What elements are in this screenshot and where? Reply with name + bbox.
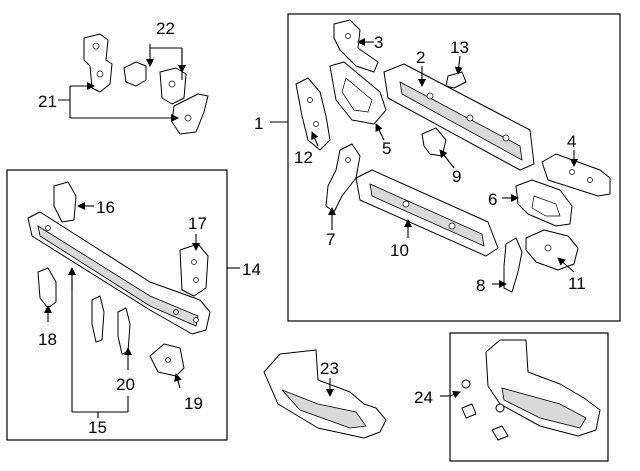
part-5-bracket [329,61,387,125]
callout-5: 5 [382,139,391,158]
group-box-radiator-support [287,13,621,322]
callout-2: 2 [416,48,425,67]
callout-21: 21 [38,92,57,111]
part-21-22-brackets [83,33,209,135]
callout-22: 22 [156,19,175,38]
callout-6: 6 [488,190,497,209]
callout-19: 19 [184,394,203,413]
part-20-brackets [91,295,131,355]
leader-22 [146,44,186,80]
part-13-clip [445,71,467,89]
callout-12: 12 [294,148,313,167]
group-box-lower-tie-bar [6,169,228,441]
leader-21 [58,82,179,122]
part-10-lower-tie-bar [355,169,499,257]
callout-7: 7 [326,230,335,249]
part-8-bracket [503,237,523,293]
part-2-upper-tie-bar [383,63,535,171]
callout-11: 11 [568,274,586,293]
part-7-side-member [325,143,361,213]
callout-8: 8 [476,276,485,295]
part-23-splash-shield [263,349,387,439]
part-16-bracket [53,181,77,223]
callout-17: 17 [188,214,207,233]
callout-15: 15 [88,418,107,437]
callout-1: 1 [254,114,263,133]
callout-3: 3 [374,33,383,52]
part-3-bracket [333,19,379,73]
part-12-side-member [295,77,331,151]
leader-24 [440,390,461,399]
group-box-splash-shield [449,332,609,462]
part-14-lower-tie-bar [27,211,211,335]
callout-14: 14 [242,260,261,279]
callout-16: 16 [96,198,115,217]
part-17-bracket [179,243,209,297]
part-18-bracket [37,267,57,309]
part-19-bracket [149,343,185,377]
callout-10: 10 [390,241,409,260]
leaders-box-14 [44,202,240,418]
callout-13: 13 [450,38,469,57]
part-4-bracket [541,153,611,197]
part-11-bracket [525,229,579,271]
part-24-splash-shield-hardware [461,339,601,441]
callout-18: 18 [38,330,57,349]
leaders-box-1 [270,38,578,288]
part-9-bracket [421,127,447,157]
callout-9: 9 [452,167,461,186]
callout-24: 24 [414,388,433,407]
part-6-bracket [515,179,573,227]
callout-20: 20 [116,375,135,394]
callout-23: 23 [320,359,339,378]
callout-4: 4 [567,132,576,151]
